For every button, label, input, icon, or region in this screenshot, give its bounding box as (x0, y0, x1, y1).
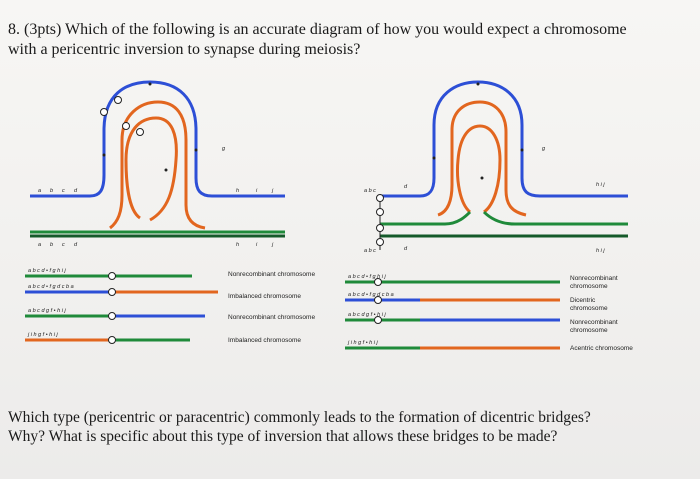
left-orange-inner-ring (124, 116, 178, 222)
right-orange-loop (437, 100, 527, 217)
right-lower-right-genes: h i j (596, 248, 605, 254)
centromere-marker (122, 122, 130, 130)
question-line-2: with a pericentric inversion to synapse … (8, 41, 361, 58)
svg-text:b: b (50, 188, 53, 194)
left-results: a b c d • f g h i j a b c d • f g d c b … (25, 268, 315, 344)
right-upper-genes: a b c (364, 188, 376, 194)
svg-text:j: j (271, 188, 274, 194)
question-text: 8. (3pts) Which of the following is an a… (8, 20, 698, 60)
right-lower-genes: a b c (364, 248, 376, 254)
svg-text:h: h (236, 188, 239, 194)
right-result-label-1b: chromosome (570, 283, 608, 290)
right-result-label-3a: Nonrecombinant (570, 319, 618, 326)
right-upper-right-genes: h i j (596, 182, 605, 188)
svg-text:j i h g f • h i j: j i h g f • h i j (27, 332, 59, 338)
left-blue-chromosome (30, 80, 285, 198)
right-result-label-2b: chromosome (570, 305, 608, 312)
right-result-label-3b: chromosome (570, 327, 608, 334)
followup-question: Which type (pericentric or paracentric) … (8, 408, 698, 446)
svg-text:a b c d • f: a b c d • f g h i j (348, 274, 386, 280)
right-result-label-2a: Dicentric (570, 297, 596, 304)
svg-text:a b c d g f • h i: a b c d g f • h i j (28, 308, 66, 314)
svg-text:g: g (542, 146, 546, 152)
right-result-label-4: Acentric chromosome (570, 345, 633, 352)
left-result-label-1: Nonrecombinant chromosome (228, 271, 315, 278)
svg-text:d: d (404, 246, 408, 252)
right-results: a b c d • f g h i j a b c d • f g d c b … (345, 274, 633, 352)
left-synapsis-diagram: a b c d h i j g a b c d h i j (30, 80, 285, 248)
right-d-label: d (404, 184, 408, 190)
svg-text:b: b (50, 242, 53, 248)
svg-text:h: h (236, 242, 239, 248)
followup-line-1: Which type (pericentric or paracentric) … (8, 409, 591, 426)
svg-text:d: d (74, 188, 78, 194)
svg-text:i: i (256, 242, 258, 248)
svg-text:c: c (62, 242, 65, 248)
svg-text:g: g (222, 146, 226, 152)
centromere-marker (100, 108, 108, 116)
svg-text:a: a (38, 188, 41, 194)
svg-text:a b c d g f: a b c d g f • h i j (348, 312, 386, 318)
right-green-chromosome (380, 210, 628, 226)
svg-text:c: c (62, 188, 65, 194)
right-synapsis-diagram: a b c d h i j a b c d h i j g (364, 80, 628, 254)
svg-text:a b c d • f g d c: a b c d • f g d c b a (28, 284, 74, 290)
right-orange-inner-ring (456, 124, 502, 214)
left-result-label-2: Imbalanced chromosome (228, 293, 301, 300)
svg-text:a b c d • f: a b c d • f g d c b a (348, 292, 394, 298)
right-blue-chromosome (380, 80, 628, 198)
left-orange-loop (109, 100, 206, 230)
svg-text:j i h g f: j i h g f • h i j (347, 340, 379, 346)
question-line-1: 8. (3pts) Which of the following is an a… (8, 21, 627, 38)
svg-text:a b c d • f g h i: a b c d • f g h i j (28, 268, 66, 274)
right-result-label-1a: Nonrecombinant (570, 275, 618, 282)
left-result-label-3: Nonrecombinant chromosome (228, 314, 315, 321)
centromere-marker (136, 128, 144, 136)
followup-line-2: Why? What is specific about this type of… (8, 428, 558, 445)
svg-text:a: a (38, 242, 41, 248)
centromere-marker (114, 96, 122, 104)
svg-text:i: i (256, 188, 258, 194)
svg-text:d: d (74, 242, 78, 248)
svg-text:j: j (271, 242, 274, 248)
left-result-label-4: Imbalanced chromosome (228, 337, 301, 344)
